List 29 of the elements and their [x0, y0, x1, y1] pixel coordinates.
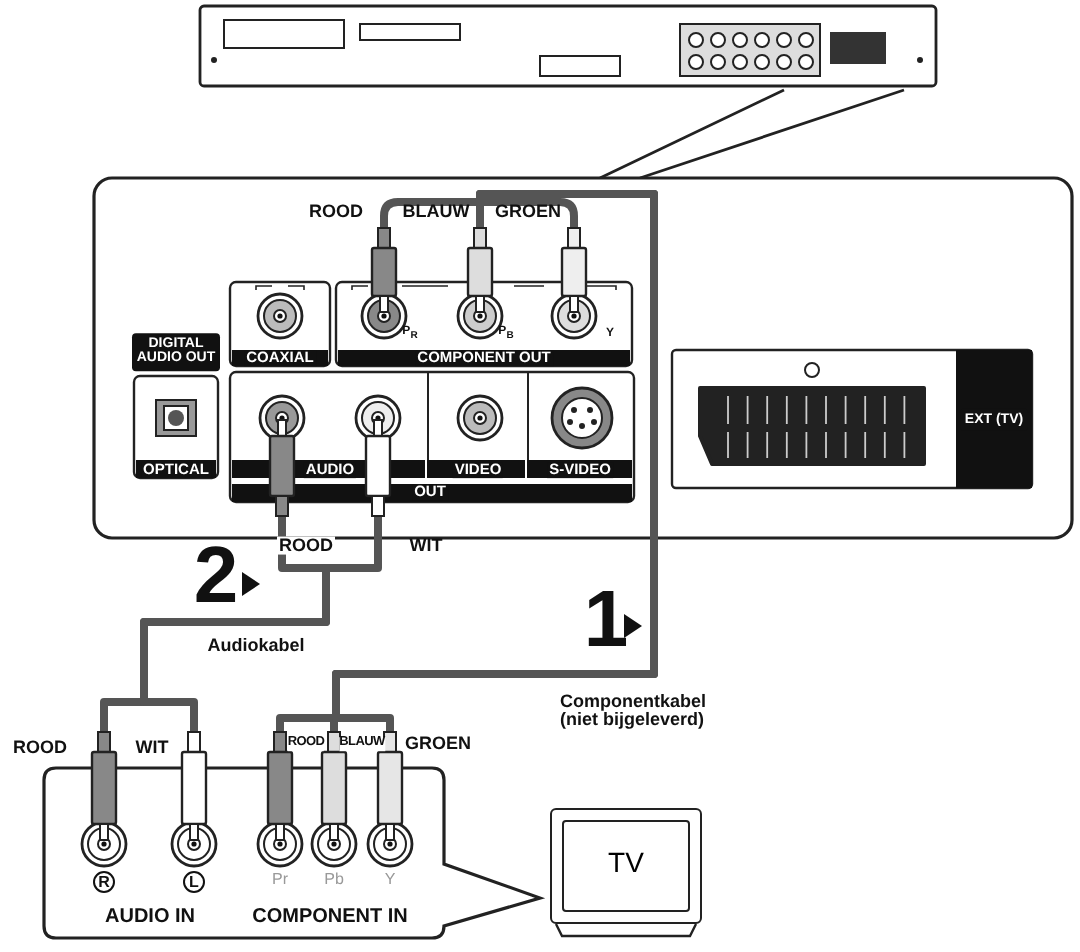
cable [100, 516, 330, 732]
step-number: 2 [193, 534, 239, 618]
cable-label: Componentkabel (niet bijgeleverd) [560, 693, 709, 731]
panel-title: AUDIO IN [105, 907, 195, 929]
rca-plug [90, 731, 118, 841]
panel-title: COMPONENT IN [252, 907, 408, 929]
step-number: 1 [583, 578, 629, 662]
rca-plug [268, 419, 296, 517]
color-label: GROEN [495, 202, 561, 222]
rca-plug [370, 227, 398, 313]
rca-plug [560, 227, 588, 313]
color-label: BLAUW [402, 202, 470, 222]
color-label: GROEN [405, 734, 471, 754]
channel-letter: L [183, 871, 205, 893]
rca-plug [180, 731, 208, 841]
rca-plug [364, 419, 392, 517]
cable [140, 516, 382, 732]
jack-label: Pr [272, 871, 288, 889]
rca-plug [466, 227, 494, 313]
cable-label: Audiokabel [207, 636, 305, 656]
color-label: ROOD [309, 202, 363, 222]
color-label: ROOD [277, 536, 335, 556]
tv-label: TV [606, 846, 646, 878]
channel-letter: R [93, 871, 115, 893]
color-label: WIT [409, 536, 443, 556]
jack-label: Pb [324, 871, 344, 889]
jack-label: Y [384, 871, 396, 889]
color-label: ROOD [13, 738, 67, 758]
color-label: WIT [135, 738, 169, 758]
